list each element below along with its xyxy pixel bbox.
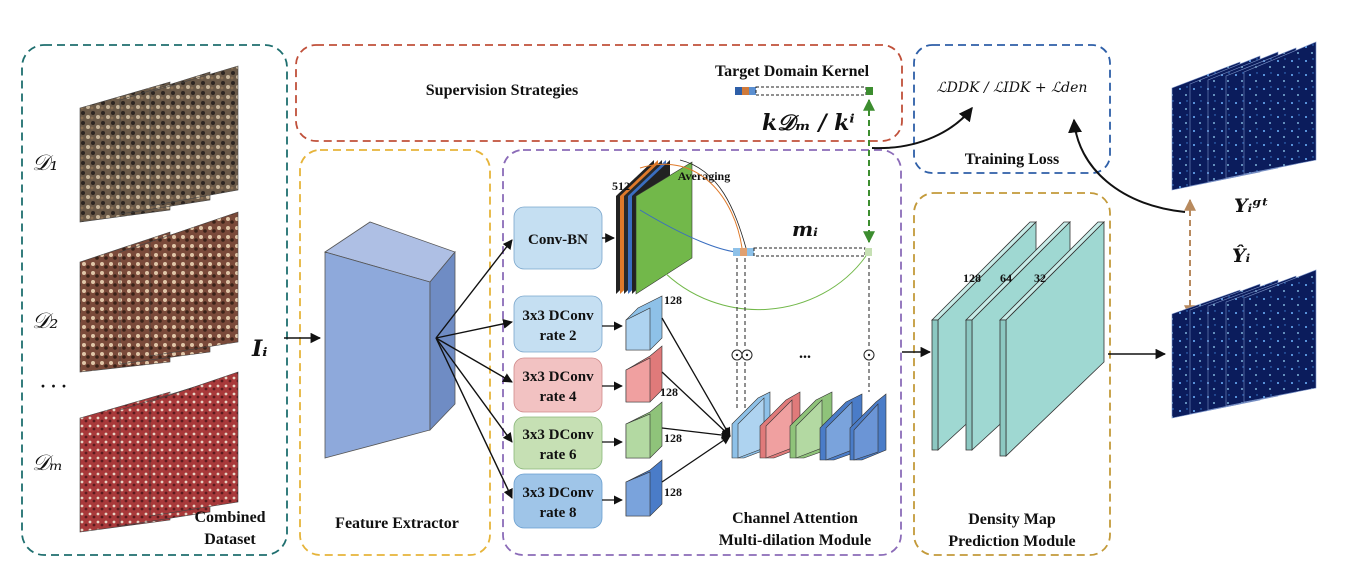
conv-bn-label: Conv-BN (528, 232, 588, 248)
training-loss-title: Training Loss (965, 151, 1059, 168)
channel-attention-title-line1: Channel Attention (732, 510, 858, 527)
dconv-rate8-line2: rate 8 (539, 505, 576, 521)
dataset-d1-stack (79, 65, 239, 223)
branch-channels-rate2: 128 (664, 293, 682, 307)
dconv-rate4-block: 3x3 DConv rate 4 (513, 357, 603, 413)
branch-to-cube-arrows (602, 321, 623, 505)
dconv-rate6-line1: 3x3 DConv (522, 427, 594, 443)
averaging-curves (639, 159, 867, 311)
dconv-rate8-line1: 3x3 DConv (522, 485, 594, 501)
target-kernel-vector (735, 86, 873, 96)
dconv-rate4-line2: rate 4 (539, 389, 577, 405)
channel-attention-title-line2: Multi-dilation Module (719, 532, 871, 549)
dataset-label-d2: 𝒟₂ (32, 309, 58, 334)
pred-label: Ŷᵢ (1232, 244, 1251, 267)
branch-cube-rate4 (625, 345, 663, 403)
dataset-label-d1: 𝒟₁ (32, 151, 58, 176)
dataset-label-ellipsis: · · · (40, 376, 67, 396)
gt-to-loss-arrow (1068, 118, 1186, 213)
gt-density-maps (1171, 41, 1317, 191)
input-label: Iᵢ (251, 336, 268, 362)
density-channels-128: 128 (963, 271, 981, 285)
branch-channels-rate6: 128 (664, 431, 682, 445)
attention-vector (733, 247, 872, 257)
density-channels-64: 64 (1000, 271, 1012, 285)
loss-formula: ℒDDK / ℒIDK + ℒden (937, 80, 1088, 96)
kernel-to-loss-arrow (871, 106, 973, 150)
mask-label: mᵢ (792, 217, 818, 241)
conv-bn-feature-stack (616, 160, 693, 295)
dconv-rate4-line1: 3x3 DConv (522, 369, 594, 385)
conv-bn-block: Conv-BN (513, 206, 603, 270)
gt-label: Yᵢᵍᵗ (1234, 195, 1269, 217)
channel-attention-panel (502, 149, 902, 556)
extractor-branch-arrows (435, 239, 513, 499)
branch-cube-rate6 (625, 401, 663, 459)
dataset-d2-stack (79, 211, 239, 373)
cube-to-concat-arrows (661, 317, 731, 483)
branch-cube-rate2 (625, 295, 663, 351)
feature-extractor-panel (299, 149, 491, 556)
supervision-panel (295, 44, 903, 142)
dconv-rate6-block: 3x3 DConv rate 6 (513, 416, 603, 470)
dconv-rate2-line2: rate 2 (539, 328, 576, 344)
averaging-label: Averaging (678, 169, 730, 183)
mask-drop-lines (736, 258, 870, 410)
dataset-label-dm: 𝒟ₘ (32, 451, 63, 476)
density-map-title-line2: Prediction Module (948, 533, 1075, 550)
supervision-title: Supervision Strategies (426, 82, 578, 99)
dconv-rate6-line2: rate 6 (539, 447, 577, 463)
dataset-dm-stack (79, 371, 239, 533)
density-map-title-line1: Density Map (968, 511, 1056, 528)
concat-feature-stack (731, 391, 887, 461)
branch-cube-rate8 (625, 459, 663, 517)
branch-channels-rate8: 128 (664, 485, 682, 499)
dconv-rate8-block: 3x3 DConv rate 8 (513, 473, 603, 529)
density-channels-32: 32 (1034, 271, 1046, 285)
density-block-32 (999, 221, 1105, 457)
density-map-panel (913, 192, 1111, 556)
combined-dataset-title-line1: Combined (194, 509, 265, 526)
kernel-label: k𝒟ₘ / kⁱ (762, 110, 855, 136)
training-loss-panel (913, 44, 1111, 174)
dconv-rate2-line1: 3x3 DConv (522, 308, 594, 324)
feature-extractor-title: Feature Extractor (335, 515, 459, 532)
multiply-ellipsis: ... (799, 345, 811, 362)
conv-bn-channels: 512 (612, 179, 630, 193)
dconv-rate2-block: 3x3 DConv rate 2 (513, 295, 603, 353)
combined-dataset-panel (21, 44, 288, 556)
feature-extractor-block (324, 221, 456, 459)
target-kernel-title: Target Domain Kernel (715, 63, 870, 80)
pred-density-maps (1171, 269, 1317, 419)
combined-dataset-title-line2: Dataset (204, 531, 256, 548)
branch-channels-rate4: 128 (660, 385, 678, 399)
